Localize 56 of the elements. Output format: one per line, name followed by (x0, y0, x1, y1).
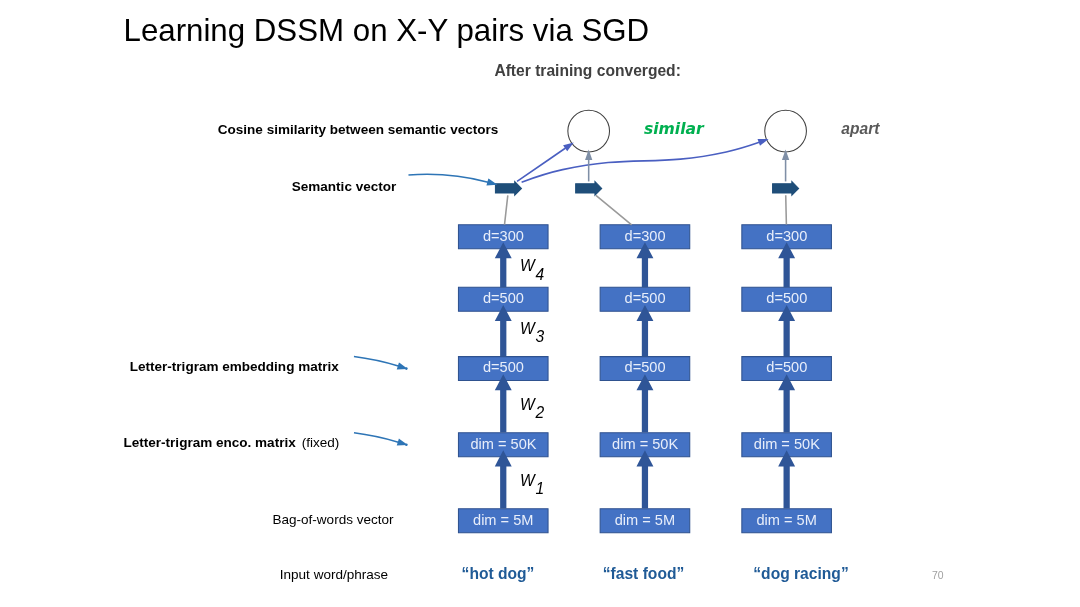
node-box: dim = 50K (740, 432, 832, 458)
node-label: “dog racing” (752, 564, 849, 582)
node-text: Letter-trigram embedding matrix (129, 359, 339, 375)
diagram-title: Learning DSSM on X-Y pairs via SGD (123, 13, 649, 49)
arrow (584, 149, 592, 183)
node-box: d=500 (740, 356, 832, 382)
node-box: dim = 5M (457, 508, 549, 534)
arrow (520, 138, 769, 183)
node-box: d=500 (599, 286, 690, 312)
arrow (636, 242, 653, 288)
node-box: d=500 (457, 356, 549, 382)
arrow (777, 242, 795, 288)
node-arrow (494, 180, 522, 197)
arrow (494, 242, 512, 288)
node-box: d=500 (599, 356, 690, 382)
label: After training converged: (493, 62, 681, 80)
node-box: d=500 (457, 286, 549, 312)
arrow (781, 149, 789, 183)
node-box: dim = 5M (740, 508, 832, 534)
arrow (352, 431, 408, 446)
arrow (515, 142, 574, 183)
node-box: d=300 (457, 224, 549, 250)
node-label: similar (643, 119, 704, 138)
label: Bag-of-words vector (271, 512, 394, 528)
node-arrow (771, 180, 799, 197)
arrow (777, 305, 795, 357)
node-circle (566, 109, 610, 153)
arrow (636, 374, 653, 433)
label: Cosine similarity between semantic vectors (217, 121, 498, 137)
label: 70 (931, 569, 944, 581)
node-box: d=500 (740, 286, 832, 312)
node-box: d=300 (599, 224, 690, 250)
arrow (777, 450, 795, 509)
arrow (494, 374, 512, 433)
node-text: Semantic vector (291, 178, 396, 194)
node-label: apart (840, 119, 879, 137)
node-box: dim = 50K (599, 432, 690, 458)
node-box: dim = 50K (457, 432, 549, 458)
arrow (494, 305, 512, 357)
arrow (636, 450, 653, 509)
connector (503, 194, 509, 226)
node-box: d=300 (740, 224, 832, 250)
node-circle (763, 109, 807, 153)
arrow (352, 355, 408, 370)
connector (784, 194, 787, 226)
label: Input word/phrase (279, 567, 388, 583)
arrow (407, 173, 497, 186)
arrow (636, 305, 653, 357)
node-label: “fast food” (602, 564, 684, 582)
arrow (777, 374, 795, 433)
node-box: dim = 5M (599, 508, 690, 534)
arrow (494, 450, 512, 509)
node-label: “hot dog” (461, 564, 534, 582)
connector (594, 194, 632, 226)
node-text: Letter-trigram enco. matrix (fixed) (123, 435, 339, 451)
node-arrow (574, 180, 602, 197)
